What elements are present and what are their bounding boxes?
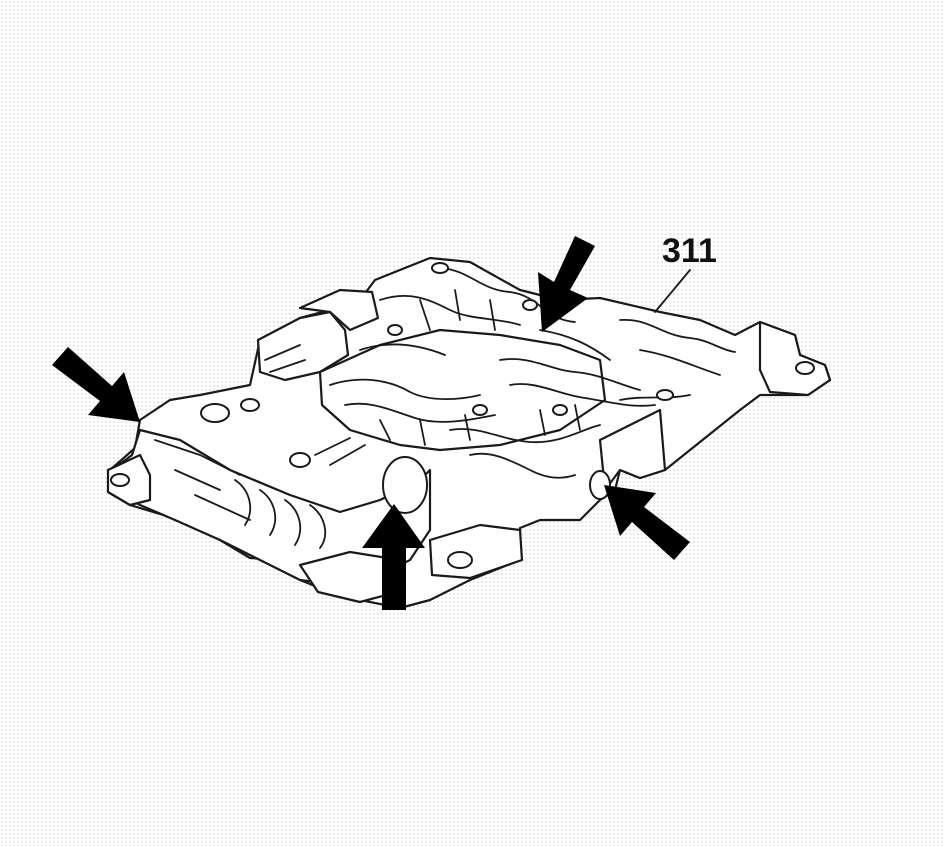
arrow-left xyxy=(52,347,140,422)
center-ridge xyxy=(318,328,607,452)
channel-details xyxy=(154,267,736,549)
indicator-arrows xyxy=(52,236,690,610)
bolt-hole xyxy=(240,398,260,412)
bore-hole xyxy=(589,470,611,500)
arrow-top xyxy=(538,236,595,332)
callout-label: 311 xyxy=(662,232,717,270)
bolt-holes xyxy=(110,262,815,569)
bolt-hole xyxy=(447,551,473,569)
bolt-hole xyxy=(472,404,488,416)
right-end-lug xyxy=(758,320,832,397)
bore-hole xyxy=(382,456,428,514)
raised-block-mid xyxy=(298,288,380,332)
bolt-hole xyxy=(795,361,815,375)
bolt-hole xyxy=(656,389,674,401)
bolt-hole xyxy=(200,403,230,423)
bolt-hole xyxy=(552,404,568,416)
arrow-right xyxy=(604,485,690,560)
bolt-hole xyxy=(431,262,449,274)
bolt-hole xyxy=(387,324,403,336)
bolt-hole xyxy=(110,473,130,487)
callout: 311 xyxy=(654,232,717,313)
raised-block-left xyxy=(256,310,350,382)
bolt-hole xyxy=(522,299,538,311)
bolt-hole xyxy=(289,452,311,468)
arrow-bottom xyxy=(362,504,425,610)
callout-leader-line xyxy=(654,269,691,313)
